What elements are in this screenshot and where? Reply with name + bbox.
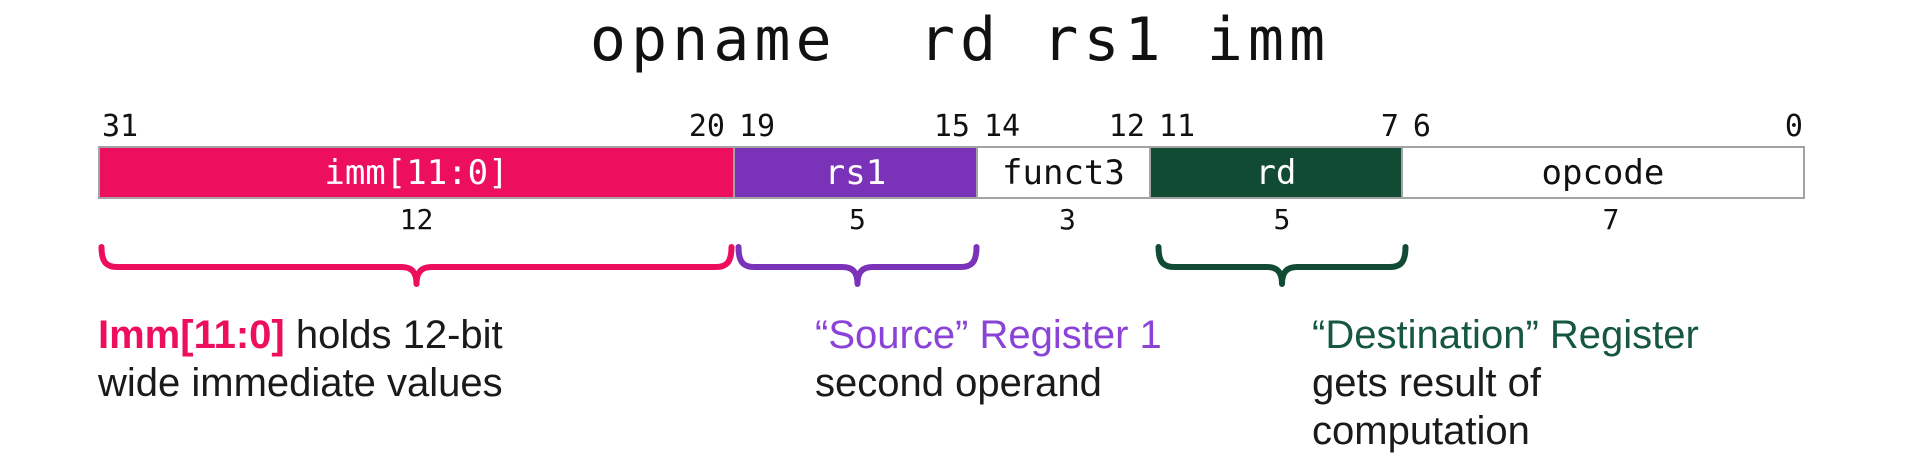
field-funct3: funct3 xyxy=(976,146,1151,199)
rd-annotation: “Destination” Register gets result of co… xyxy=(1312,311,1699,455)
bit-high-label: 31 xyxy=(102,109,139,144)
field-imm-label: imm[11:0] xyxy=(324,152,509,193)
bit-count-funct3: 3 xyxy=(1059,203,1076,236)
riscv-itype-instruction-diagram: opname rd rs1 imm 31 20 19 15 14 12 11 7… xyxy=(98,5,1813,461)
field-rd-label: rd xyxy=(1255,152,1297,193)
bit-high-label: 14 xyxy=(984,109,1021,144)
rs1-annotation-line2: second operand xyxy=(815,361,1102,405)
annotations: Imm[11:0] holds 12-bit wide immediate va… xyxy=(98,311,1813,461)
field-imm: imm[11:0] xyxy=(98,146,735,199)
field-opcode: opcode xyxy=(1400,146,1805,199)
bit-high-label: 6 xyxy=(1412,109,1431,144)
rs1-annotation-line1: “Source” Register 1 xyxy=(815,311,1162,359)
bit-range-rs1: 19 15 xyxy=(735,109,980,146)
bit-low-label: 20 xyxy=(688,109,725,144)
rd-annotation-line1: “Destination” Register xyxy=(1312,311,1699,359)
rd-annotation-line3: computation xyxy=(1312,409,1530,453)
imm-annotation-line1: Imm[11:0] holds 12-bit xyxy=(98,311,503,359)
field-rs1: rs1 xyxy=(732,146,978,199)
bit-low-label: 12 xyxy=(1108,109,1145,144)
field-rd: rd xyxy=(1148,146,1403,199)
rs1-annotation: “Source” Register 1 second operand xyxy=(815,311,1162,407)
field-opcode-label: opcode xyxy=(1541,152,1665,193)
bit-range-funct3: 14 12 xyxy=(980,109,1155,146)
rd-annotation-highlight: “Destination” Register xyxy=(1312,313,1699,357)
rd-brace-icon xyxy=(1155,243,1409,289)
rs1-brace-icon xyxy=(735,243,980,289)
imm-brace-icon xyxy=(98,243,735,289)
imm-annotation-highlight: Imm[11:0] xyxy=(98,313,285,357)
bit-range-imm: 31 20 xyxy=(98,109,735,146)
rs1-annotation-highlight: “Source” Register 1 xyxy=(815,313,1162,357)
bit-low-label: 7 xyxy=(1380,109,1399,144)
bit-high-label: 11 xyxy=(1158,109,1196,144)
bit-range-opcode: 6 0 xyxy=(1409,109,1813,146)
bit-index-row: 31 20 19 15 14 12 11 7 6 0 xyxy=(98,102,1813,146)
bit-range-rd: 11 7 xyxy=(1155,109,1409,146)
field-row: imm[11:0] rs1 funct3 rd opcode xyxy=(98,146,1813,199)
bit-count-rd: 5 xyxy=(1273,203,1291,236)
brace-spacer xyxy=(1409,243,1813,289)
brace-spacer xyxy=(980,243,1155,289)
bitfield-diagram: 31 20 19 15 14 12 11 7 6 0 imm[11:0] xyxy=(98,102,1813,461)
imm-annotation: Imm[11:0] holds 12-bit wide immediate va… xyxy=(98,311,503,407)
field-funct3-label: funct3 xyxy=(1002,152,1125,193)
bit-count-rs1: 5 xyxy=(849,203,866,236)
bit-low-label: 15 xyxy=(933,109,970,144)
braces-row xyxy=(98,243,1813,289)
instruction-syntax-title: opname rd rs1 imm xyxy=(589,5,1331,75)
bit-high-label: 19 xyxy=(738,109,776,144)
bit-count-row: 12 5 3 5 7 xyxy=(98,199,1813,236)
bit-count-imm: 12 xyxy=(399,203,434,236)
field-rs1-label: rs1 xyxy=(824,152,887,193)
rd-annotation-line2: gets result of xyxy=(1312,361,1542,405)
bit-count-opcode: 7 xyxy=(1602,203,1620,236)
bit-low-label: 0 xyxy=(1784,109,1803,144)
imm-annotation-line2: wide immediate values xyxy=(98,361,503,405)
imm-annotation-rest: holds 12-bit xyxy=(284,313,503,357)
